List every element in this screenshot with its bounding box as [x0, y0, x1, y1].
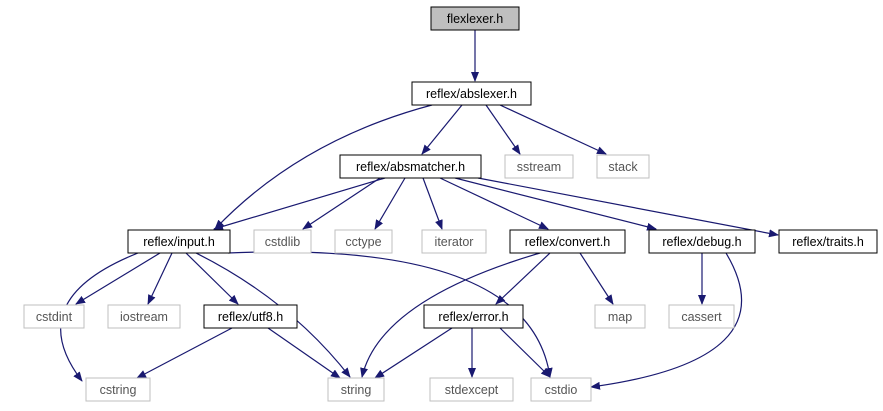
node-box-sstream — [504, 154, 574, 179]
node-box-input — [127, 229, 231, 254]
node-stdexcept: stdexcept — [429, 377, 514, 402]
node-label-cassert: cassert — [681, 310, 722, 324]
edge-convert-to-map — [579, 252, 614, 305]
edge-convert-to-string — [360, 252, 541, 378]
node-label-input: reflex/input.h — [143, 235, 215, 249]
node-box-map — [594, 304, 646, 329]
edge-absmatcher-to-debug — [454, 177, 657, 231]
edge-absmatcher-to-cctype — [374, 177, 406, 230]
edge-error-to-string — [374, 327, 453, 379]
node-iterator: iterator — [421, 229, 487, 254]
edge-debug-to-cstdio — [590, 252, 743, 390]
node-flexlexer: flexlexer.h — [430, 6, 520, 31]
node-box-stdexcept — [429, 377, 514, 402]
node-box-error — [423, 304, 524, 329]
node-sstream: sstream — [504, 154, 574, 179]
node-box-stack — [596, 154, 650, 179]
edge-utf8-to-cstring — [136, 327, 233, 379]
node-iostream: iostream — [107, 304, 181, 329]
node-label-debug: reflex/debug.h — [662, 235, 741, 249]
node-input[interactable]: reflex/input.h — [127, 229, 231, 254]
node-box-cstdlib — [253, 229, 312, 254]
node-string: string — [327, 377, 385, 402]
node-label-cstdint: cstdint — [36, 310, 73, 324]
node-cassert: cassert — [668, 304, 735, 329]
edge-absmatcher-to-traits — [477, 177, 779, 238]
edge-absmatcher-to-iterator — [422, 177, 443, 230]
edge-absmatcher-to-convert — [439, 177, 549, 230]
node-debug[interactable]: reflex/debug.h — [648, 229, 756, 254]
node-label-flexlexer: flexlexer.h — [447, 12, 503, 26]
edge-convert-to-error — [495, 252, 551, 305]
edge-abslexer-to-input — [214, 104, 433, 230]
node-label-map: map — [608, 310, 632, 324]
node-label-string: string — [341, 383, 372, 397]
node-label-cstdlib: cstdlib — [265, 235, 300, 249]
node-box-string — [327, 377, 385, 402]
node-box-debug — [648, 229, 756, 254]
node-cctype: cctype — [334, 229, 393, 254]
edge-abslexer-to-absmatcher — [421, 104, 463, 155]
node-box-utf8 — [203, 304, 298, 329]
node-label-error: reflex/error.h — [438, 310, 508, 324]
node-absmatcher[interactable]: reflex/absmatcher.h — [339, 154, 482, 179]
node-label-iostream: iostream — [120, 310, 168, 324]
node-label-convert: reflex/convert.h — [525, 235, 611, 249]
node-box-cctype — [334, 229, 393, 254]
node-error[interactable]: reflex/error.h — [423, 304, 524, 329]
node-box-iterator — [421, 229, 487, 254]
node-cstdint: cstdint — [23, 304, 85, 329]
edge-utf8-to-string — [267, 327, 341, 379]
edge-input-to-cstdint — [75, 252, 161, 305]
node-label-absmatcher: reflex/absmatcher.h — [356, 160, 465, 174]
node-stack: stack — [596, 154, 650, 179]
node-label-stdexcept: stdexcept — [445, 383, 499, 397]
node-label-traits: reflex/traits.h — [792, 235, 864, 249]
edge-abslexer-to-stack — [499, 104, 607, 155]
edge-absmatcher-to-cstdlib — [302, 177, 381, 230]
node-box-iostream — [107, 304, 181, 329]
node-map: map — [594, 304, 646, 329]
node-label-iterator: iterator — [435, 235, 474, 249]
node-utf8[interactable]: reflex/utf8.h — [203, 304, 298, 329]
edge-input-to-iostream — [147, 252, 173, 305]
node-abslexer[interactable]: reflex/abslexer.h — [411, 81, 532, 106]
node-label-cstdio: cstdio — [545, 383, 578, 397]
node-cstdio: cstdio — [530, 377, 592, 402]
node-label-sstream: sstream — [517, 160, 561, 174]
node-box-cstring — [85, 377, 151, 402]
node-box-abslexer — [411, 81, 532, 106]
node-label-abslexer: reflex/abslexer.h — [426, 87, 517, 101]
node-box-traits — [778, 229, 878, 254]
node-box-convert — [509, 229, 626, 254]
edge-input-to-utf8 — [185, 252, 239, 305]
node-box-cstdint — [23, 304, 85, 329]
node-label-stack: stack — [608, 160, 638, 174]
edge-error-to-cstdio — [499, 327, 551, 378]
node-label-cstring: cstring — [100, 383, 137, 397]
node-box-cstdio — [530, 377, 592, 402]
node-cstring: cstring — [85, 377, 151, 402]
node-label-utf8: reflex/utf8.h — [218, 310, 283, 324]
node-label-cctype: cctype — [345, 235, 381, 249]
node-box-flexlexer — [430, 6, 520, 31]
node-convert[interactable]: reflex/convert.h — [509, 229, 626, 254]
edge-abslexer-to-sstream — [485, 104, 521, 155]
node-box-absmatcher — [339, 154, 482, 179]
node-cstdlib: cstdlib — [253, 229, 312, 254]
nodes-layer: flexlexer.h reflex/abslexer.h reflex/absma… — [23, 6, 878, 402]
edge-absmatcher-to-input — [213, 177, 386, 231]
node-box-cassert — [668, 304, 735, 329]
node-traits[interactable]: reflex/traits.h — [778, 229, 878, 254]
